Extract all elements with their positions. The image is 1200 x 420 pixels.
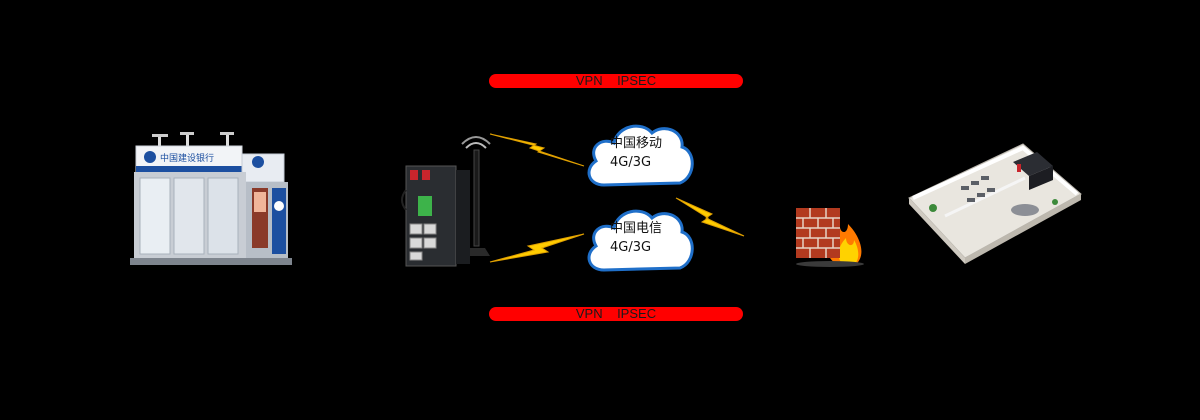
firewall-icon	[796, 208, 864, 267]
bank-kiosk-icon: 中国建设银行	[130, 132, 292, 265]
lightning-icon	[489, 133, 585, 167]
cloud-network-type: 4G/3G	[610, 155, 652, 170]
router-icon	[401, 136, 491, 267]
cloud-network-type: 4G/3G	[610, 240, 652, 255]
lightning-icon	[489, 233, 585, 263]
vpn-ipsec-top-bar: VPN IPSEC	[489, 74, 743, 88]
cloud-icon	[587, 209, 694, 272]
vpn-ipsec-bottom-bar: VPN IPSEC	[489, 307, 743, 321]
kiosk-bank-name: 中国建设银行	[160, 152, 214, 164]
cloud-provider-name: 中国移动	[610, 136, 663, 151]
cloud-provider-name: 中国电信	[610, 221, 663, 236]
cloud-china-telecom: 中国电信 4G/3G	[582, 200, 698, 276]
office-floorplan-icon	[908, 143, 1082, 264]
cloud-icon	[587, 124, 694, 187]
cloud-china-mobile: 中国移动 4G/3G	[582, 115, 698, 191]
lightning-icon	[675, 197, 745, 237]
